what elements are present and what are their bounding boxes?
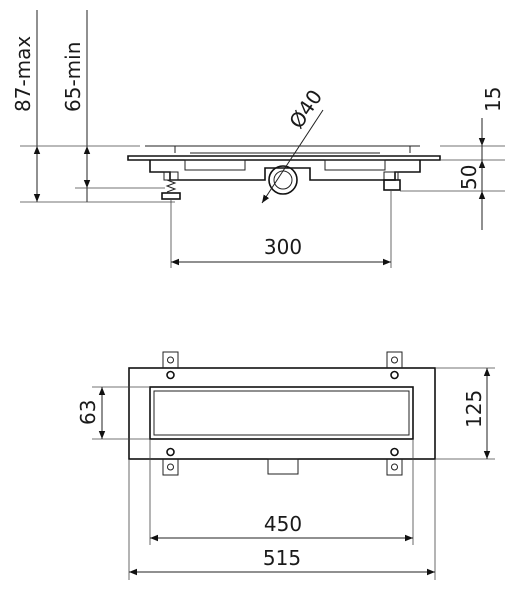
side-view: 87-max 65-min Ø40 (11, 10, 505, 268)
right-adjustable-foot (383, 171, 401, 191)
fixing-tab-top-left (162, 351, 179, 380)
label-65-min: 65-min (61, 42, 85, 112)
label-50: 50 (457, 165, 481, 190)
diameter-leader (261, 109, 324, 204)
outer-frame (128, 367, 436, 460)
outlet-pipe (268, 165, 298, 195)
label-125: 125 (462, 390, 486, 428)
fixing-tab-bottom-right (386, 447, 403, 476)
outlet-stub (267, 458, 299, 475)
left-adjustable-foot (161, 171, 181, 200)
grate-opening (149, 386, 414, 440)
grate-plate (127, 155, 441, 161)
label-63: 63 (76, 400, 100, 425)
label-87-max: 87-max (11, 36, 35, 112)
label-515: 515 (263, 546, 301, 570)
label-300: 300 (264, 235, 302, 259)
label-450: 450 (264, 512, 302, 536)
label-15: 15 (481, 87, 505, 112)
label-diameter: Ø40 (284, 85, 327, 133)
fixing-tab-top-right (386, 351, 403, 380)
fixing-tab-bottom-left (162, 447, 179, 476)
top-view: 63 125 450 515 (76, 351, 495, 580)
